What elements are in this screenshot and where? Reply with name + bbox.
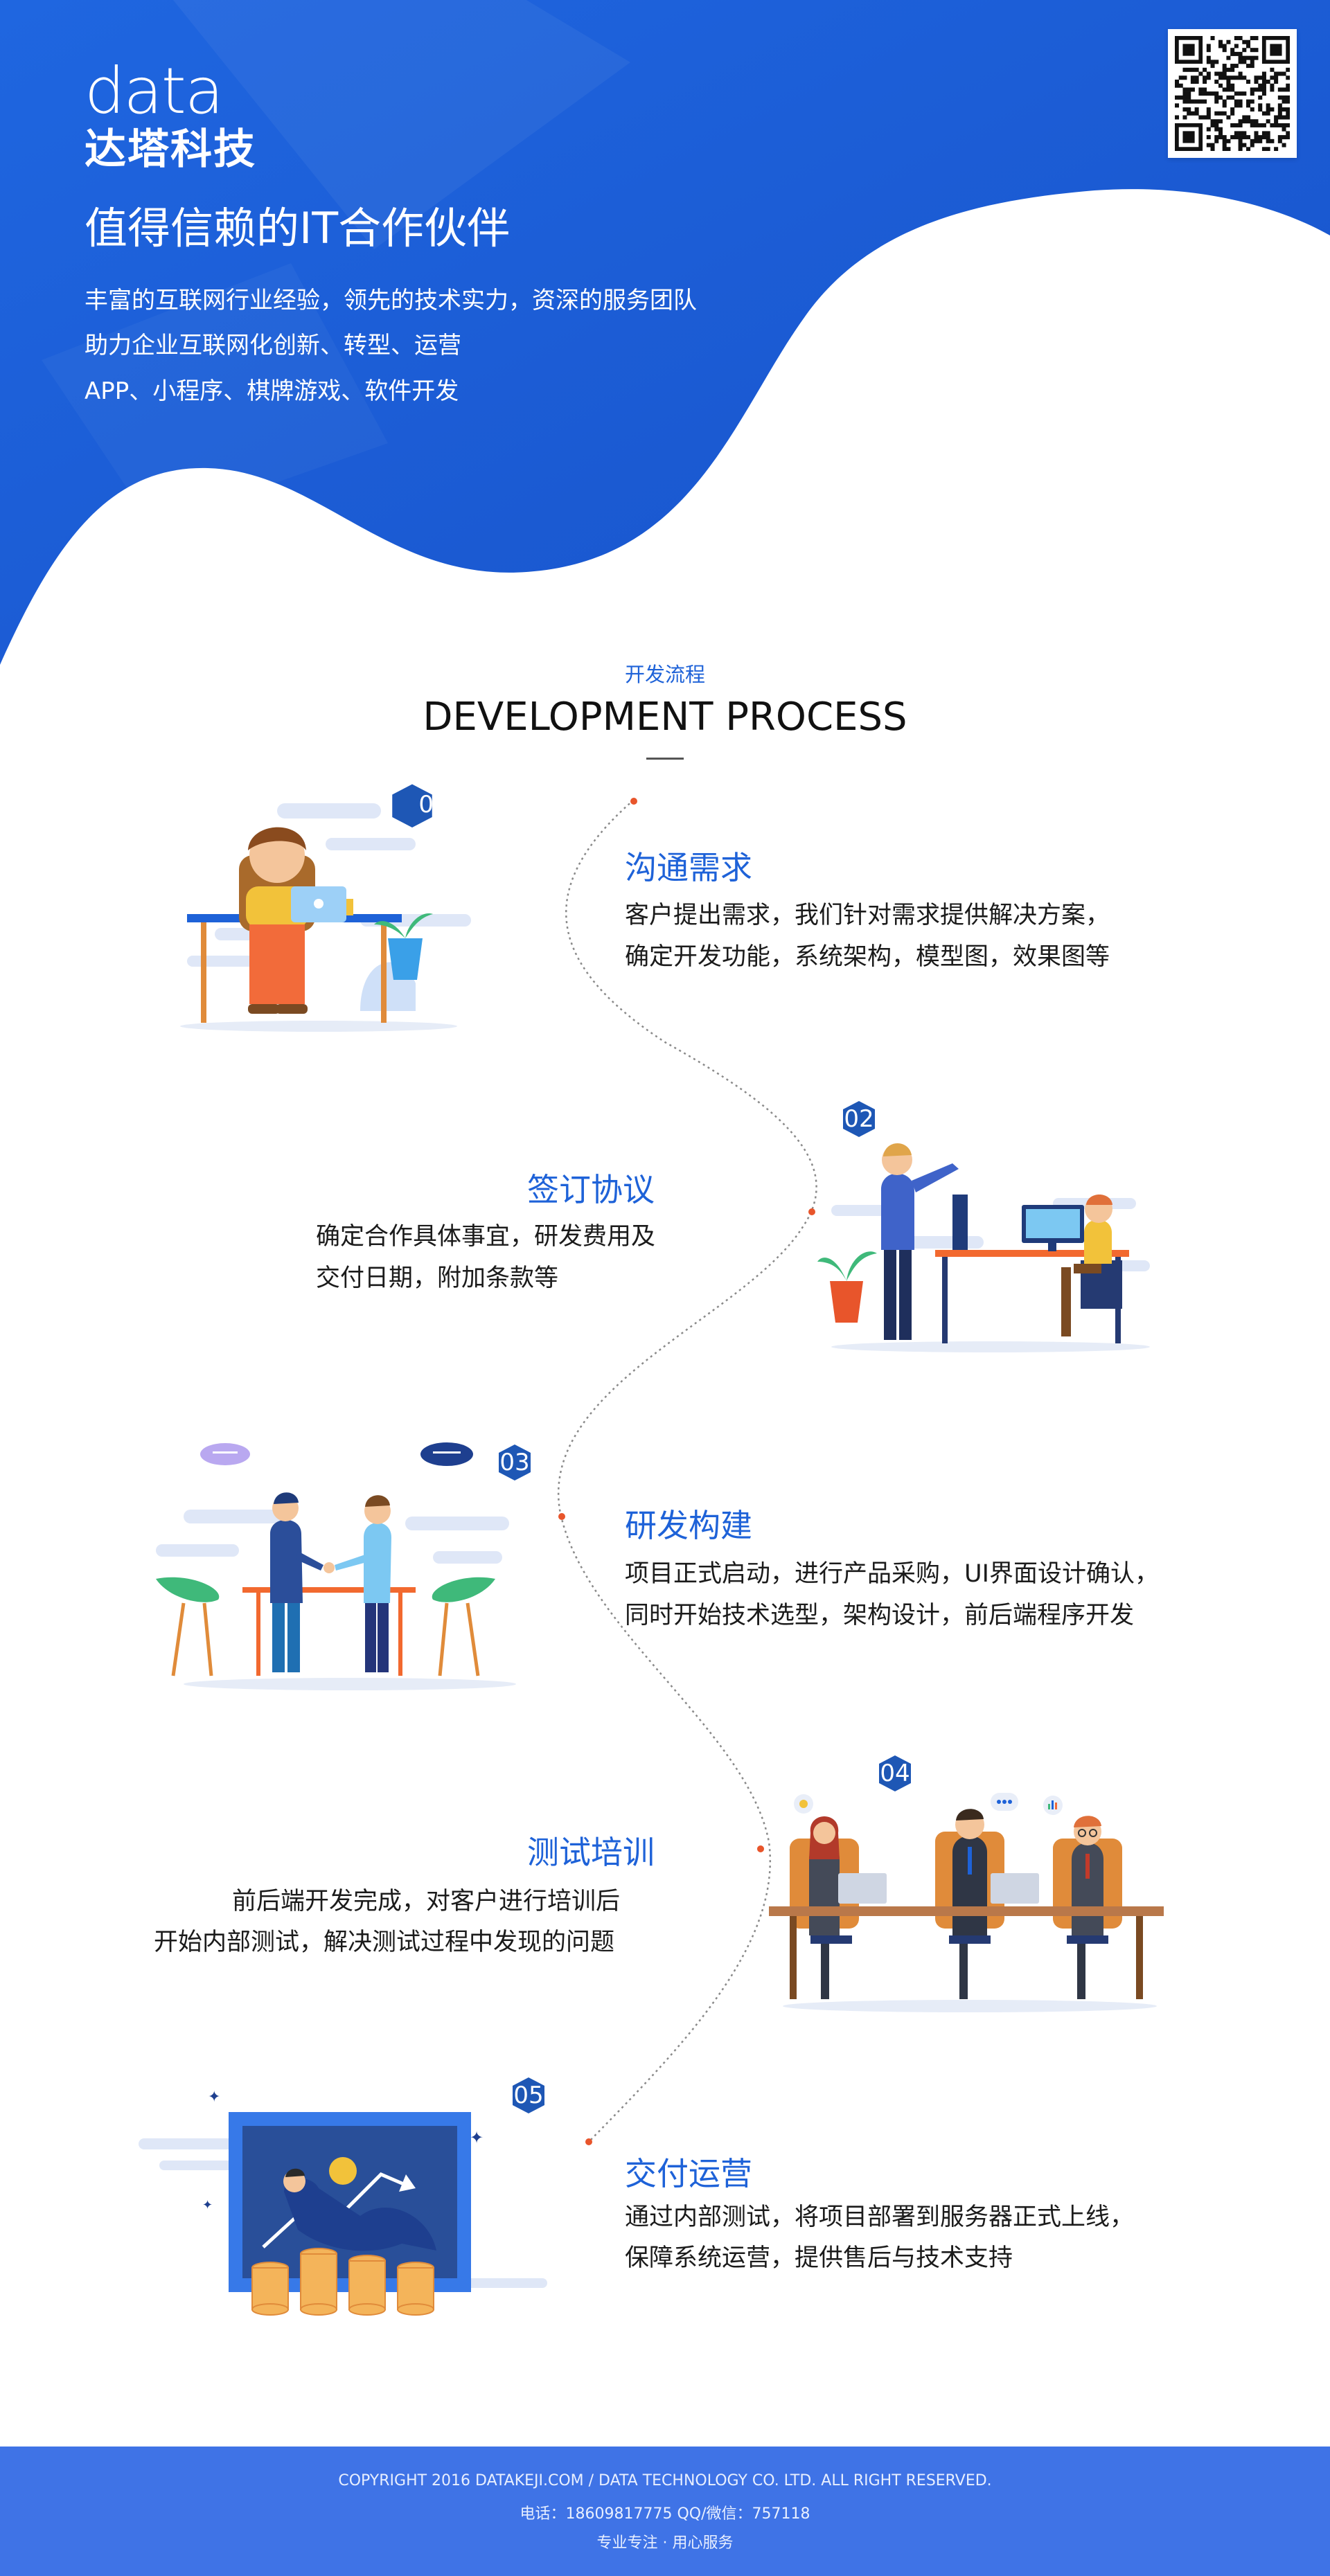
step-number-2: 02 — [844, 1105, 874, 1133]
team-training-illustration: 04 — [769, 1755, 1164, 2012]
section-title: DEVELOPMENT PROCESS — [423, 695, 907, 740]
step-title-4: 测试培训 — [527, 1834, 655, 1871]
hero-background — [0, 0, 1330, 665]
step-number-badge-4: 04 — [879, 1755, 911, 1791]
step-title-1: 沟通需求 — [625, 849, 752, 886]
person-at-laptop-illustration: 01 — [180, 784, 471, 1032]
step-text-4b: 开始内部测试，解决测试过程中发现的问题 — [154, 1929, 615, 1956]
step-number-4: 04 — [880, 1760, 910, 1787]
section-subtitle: 开发流程 — [624, 663, 705, 686]
footer — [0, 2447, 1330, 2576]
timeline-dot-5 — [585, 2138, 592, 2145]
step-text-2b: 交付日期，附加条款等 — [316, 1264, 559, 1292]
step-number-3: 03 — [499, 1449, 529, 1476]
office-meeting-illustration: 02 — [817, 1101, 1150, 1352]
step-number-5: 05 — [513, 2082, 543, 2109]
growth-coins-illustration: ✦ ✦ ✦ 05 — [139, 2077, 547, 2316]
step-title-2: 签订协议 — [527, 1171, 655, 1208]
footer-copyright: COPYRIGHT 2016 DATAKEJI.COM / DATA TECHN… — [338, 2472, 992, 2489]
step-number-badge-1: 01 — [392, 784, 449, 828]
footer-slogan: 专业专注 · 用心服务 — [596, 2534, 734, 2552]
step-text-5a: 通过内部测试，将项目部署到服务器正式上线， — [625, 2203, 1135, 2231]
step-text-2a: 确定合作具体事宜，研发费用及 — [316, 1223, 656, 1251]
svg-text:✦: ✦ — [202, 2198, 213, 2212]
step-number-badge-5: 05 — [513, 2077, 544, 2113]
step-number-1: 01 — [418, 791, 448, 819]
footer-contact: 电话：18609817775 QQ/微信：757118 — [520, 2505, 810, 2523]
svg-text:✦: ✦ — [208, 2088, 220, 2106]
timeline-dot-3 — [558, 1513, 565, 1520]
hero-headline: 值得信赖的IT合作伙伴 — [85, 203, 511, 253]
brand-name: 达塔科技 — [85, 125, 256, 174]
step-title-5: 交付运营 — [625, 2155, 752, 2192]
hero-line-3: APP、小程序、棋牌游戏、软件开发 — [85, 377, 459, 405]
qr-code-icon — [1168, 29, 1297, 158]
process-timeline — [557, 798, 817, 2145]
section-divider — [646, 758, 684, 760]
hero-line-2: 助力企业互联网化创新、转型、运营 — [85, 332, 461, 359]
step-text-3b: 同时开始技术选型，架构设计，前后端程序开发 — [625, 1602, 1135, 1629]
step-text-3a: 项目正式启动，进行产品采购，UI界面设计确认， — [625, 1560, 1159, 1588]
logo-text: data — [85, 54, 224, 128]
step-text-5b: 保障系统运营，提供售后与技术支持 — [625, 2244, 1013, 2272]
hero-line-1: 丰富的互联网行业经验，领先的技术实力，资深的服务团队 — [85, 287, 697, 314]
handshake-illustration: 03 — [156, 1442, 531, 1690]
timeline-dot-4 — [757, 1845, 764, 1852]
step-title-3: 研发构建 — [625, 1507, 752, 1544]
step-number-badge-2: 02 — [843, 1101, 875, 1137]
step-text-4a: 前后端开发完成，对客户进行培训后 — [232, 1888, 621, 1915]
timeline-dot-2 — [808, 1208, 815, 1215]
step-text-1b: 确定开发功能，系统架构，模型图，效果图等 — [625, 943, 1110, 971]
step-number-badge-3: 03 — [499, 1444, 531, 1481]
step-text-1a: 客户提出需求，我们针对需求提供解决方案， — [625, 902, 1110, 929]
svg-text:✦: ✦ — [470, 2128, 484, 2147]
timeline-dot-1 — [630, 798, 637, 805]
